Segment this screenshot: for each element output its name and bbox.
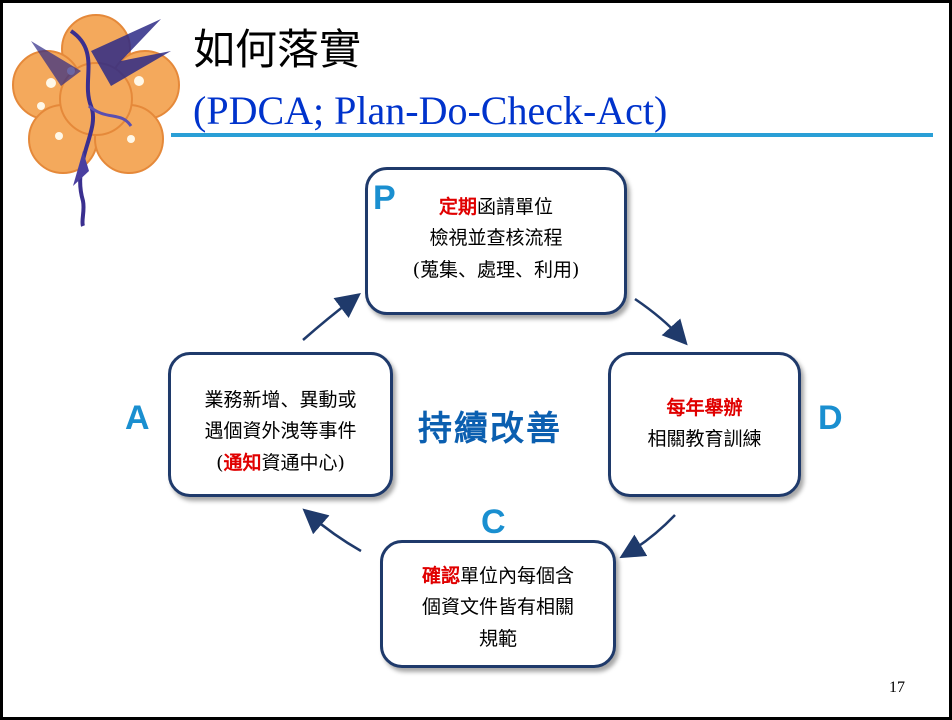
act-line2: 遇個資外洩等事件 — [204, 420, 357, 443]
arrow-d-to-c-icon — [619, 514, 676, 559]
page-number: 17 — [889, 679, 905, 696]
title-underline — [171, 133, 933, 137]
act-line3: (通知資通中心) — [216, 451, 345, 474]
plan-highlight: 定期 — [438, 196, 477, 218]
act-line1: 業務新增、異動或 — [204, 389, 357, 411]
arrow-a-to-p-icon — [302, 292, 361, 341]
check-box: 確認單位內每個含 個資文件皆有相關 規範 — [380, 540, 616, 668]
cycle-arrows — [302, 292, 688, 559]
arrow-c-to-a-icon — [302, 508, 362, 553]
slide-title-pdca: (PDCA; Plan-Do-Check-Act) — [193, 88, 668, 133]
check-letter: C — [481, 503, 506, 541]
check-line1: 確認單位內每個含 — [421, 565, 575, 587]
plan-line2: 檢視並查核流程 — [429, 227, 563, 250]
do-box: 每年舉辦 相關教育訓練 — [608, 352, 801, 497]
plum-blossom-crane-logo-icon — [12, 14, 180, 227]
do-line2: 相關教育訓練 — [647, 428, 762, 451]
slide-title-chinese: 如何落實 — [193, 25, 362, 74]
check-line2: 個資文件皆有相關 — [421, 596, 574, 619]
check-line3: 規範 — [478, 627, 517, 650]
act-highlight: 通知 — [223, 451, 262, 474]
plan-line1: 定期函請單位 — [438, 196, 554, 218]
plan-line3: (蒐集、處理、利用) — [412, 258, 580, 281]
do-letter: D — [818, 399, 843, 437]
check-highlight: 確認 — [421, 565, 460, 587]
act-letter: A — [125, 399, 150, 437]
plan-letter: P — [373, 179, 396, 217]
cycle-center-label: 持續改善 — [418, 409, 562, 449]
act-box: 業務新增、異動或 遇個資外洩等事件 (通知資通中心) — [168, 352, 393, 497]
do-highlight: 每年舉辦 — [666, 397, 743, 419]
arrow-p-to-d-icon — [634, 297, 688, 346]
plan-box: 定期函請單位 檢視並查核流程 (蒐集、處理、利用) — [365, 167, 627, 315]
